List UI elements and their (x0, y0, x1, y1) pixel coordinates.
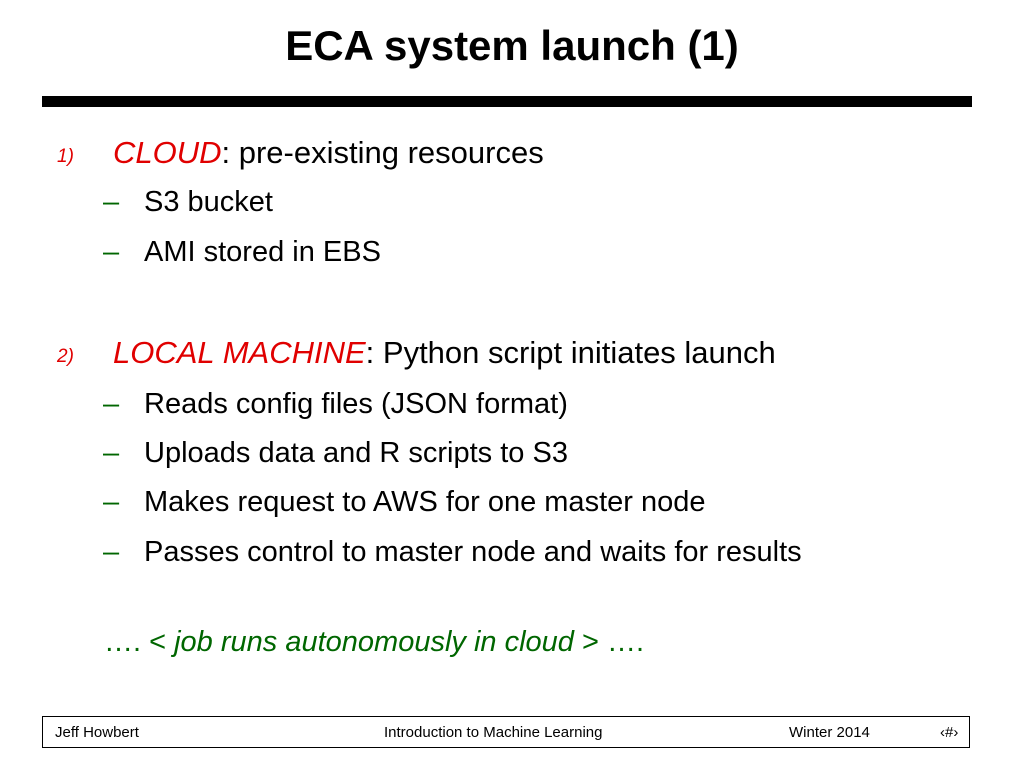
footer-page-number: ‹#› (940, 724, 959, 741)
item-number-marker: 2) (57, 346, 74, 367)
sub-bullet-text: S3 bucket (144, 186, 273, 218)
dash-marker: – (103, 486, 120, 518)
item-heading: CLOUD: pre-existing resources (113, 133, 544, 173)
autonomous-run-note: …. < job runs autonomously in cloud > …. (104, 622, 644, 662)
slide-body: 1) CLOUD: pre-existing resources – S3 bu… (0, 133, 1000, 662)
item-heading: LOCAL MACHINE: Python script initiates l… (113, 333, 776, 373)
sub-bullet-text: Makes request to AWS for one master node (144, 486, 706, 518)
item-description: : Python script initiates launch (365, 335, 776, 370)
dash-marker: – (103, 536, 120, 568)
note-suffix: > …. (573, 626, 645, 658)
numbered-item-cloud: 1) CLOUD: pre-existing resources (0, 133, 1000, 177)
sub-bullet-text: Passes control to master node and waits … (144, 536, 802, 568)
footer-author: Jeff Howbert (55, 724, 139, 741)
numbered-item-local-machine: 2) LOCAL MACHINE: Python script initiate… (0, 333, 1000, 377)
title-underline-rule (42, 96, 972, 107)
sub-bullet-text: Reads config files (JSON format) (144, 388, 568, 420)
slide-title: ECA system launch (1) (285, 22, 739, 69)
footer-course-title: Introduction to Machine Learning (384, 724, 603, 741)
sub-bullet-text: AMI stored in EBS (144, 236, 381, 268)
dash-marker: – (103, 186, 120, 218)
note-prefix: …. < (104, 626, 175, 658)
dash-marker: – (103, 388, 120, 420)
sub-bullet-text: Uploads data and R scripts to S3 (144, 437, 568, 469)
footer-term: Winter 2014 (789, 724, 870, 741)
item-number-marker: 1) (57, 146, 74, 167)
note-emphasis: job runs autonomously in cloud (174, 626, 574, 658)
dash-marker: – (103, 437, 120, 469)
item-keyword: LOCAL MACHINE (113, 335, 366, 370)
item-keyword: CLOUD (113, 135, 222, 170)
slide-footer: Jeff Howbert Introduction to Machine Lea… (42, 716, 970, 748)
dash-marker: – (103, 236, 120, 268)
item-description: : pre-existing resources (221, 135, 544, 170)
